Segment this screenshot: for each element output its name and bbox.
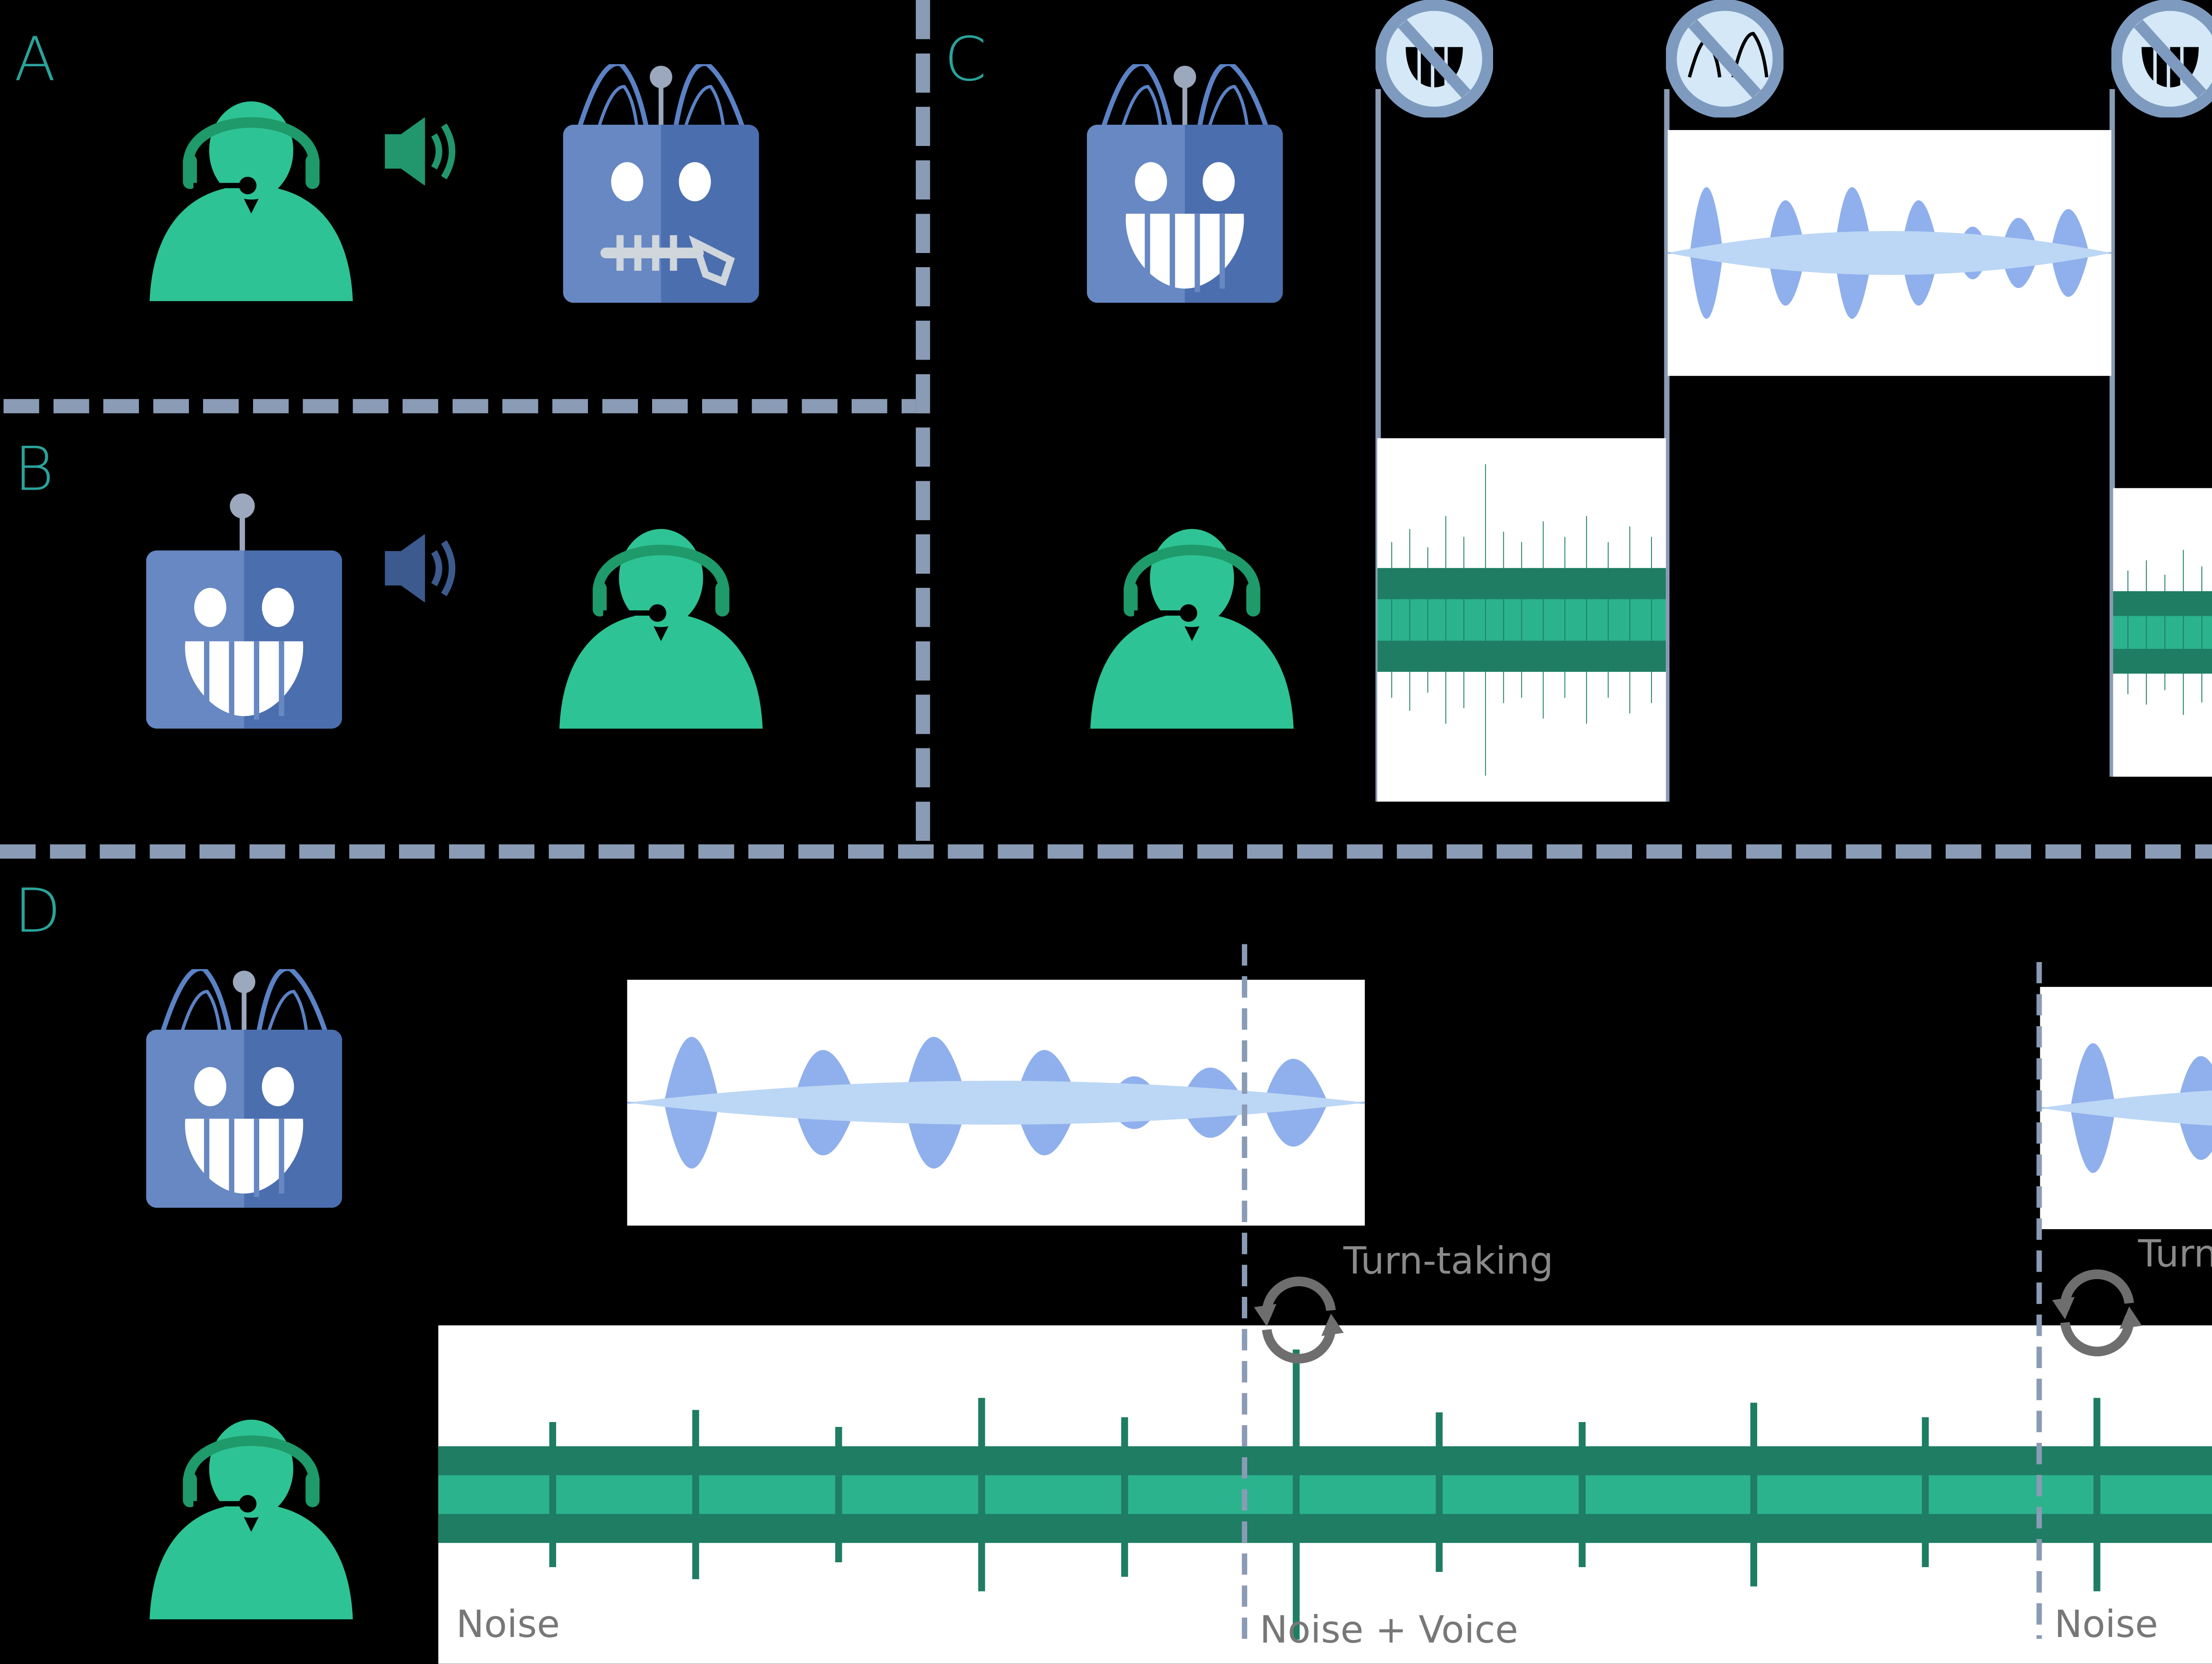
divider-abc [916, 0, 930, 852]
robot-waveform [2040, 987, 2212, 1229]
human-icon [556, 520, 766, 734]
panel-label-c: C [944, 25, 987, 96]
robot-antenna-icon [230, 493, 255, 552]
no-listening-icon [1666, 0, 1784, 118]
human-waveform [2113, 488, 2212, 777]
grin-mouth-icon [1122, 210, 1247, 292]
segment-label-noise: Noise [456, 1603, 560, 1646]
human-waveform [1377, 438, 1666, 802]
divider-ab [4, 399, 916, 414]
speaker-icon [385, 534, 467, 602]
segment-label-noise-voice: Noise + Voice [1260, 1608, 1518, 1652]
turn-boundary [1242, 944, 1248, 1639]
turn-taking-label: Turn-taking [2138, 1232, 2212, 1276]
human-icon [146, 92, 356, 306]
turn-taking-icon [1251, 1272, 1347, 1368]
divider-top-bottom [0, 844, 2212, 859]
turn-taking-icon [2049, 1265, 2145, 1361]
grin-mouth-icon [182, 638, 307, 720]
panel-label-b: B [14, 434, 54, 506]
zipper-mouth-icon [600, 235, 735, 286]
robot-waveform [1667, 130, 2112, 376]
robot-waveform [627, 980, 1365, 1226]
human-icon [1087, 520, 1297, 734]
grin-mouth-icon [182, 1115, 307, 1197]
turn-boundary [2036, 962, 2042, 1639]
speaker-icon [385, 118, 467, 185]
human-icon [146, 1411, 356, 1625]
panel-label-d: D [14, 876, 61, 948]
no-speaking-icon [2111, 0, 2212, 118]
robot-ears-icon [146, 969, 342, 1033]
panel-label-a: A [14, 25, 56, 96]
robot-ears-icon [563, 64, 759, 128]
segment-label-noise: Noise [2054, 1603, 2158, 1646]
turn-taking-label: Turn-taking [1343, 1240, 1554, 1283]
no-speaking-icon [1375, 0, 1493, 118]
human-noisy-waveform [438, 1325, 2212, 1664]
robot-ears-icon [1087, 64, 1283, 128]
